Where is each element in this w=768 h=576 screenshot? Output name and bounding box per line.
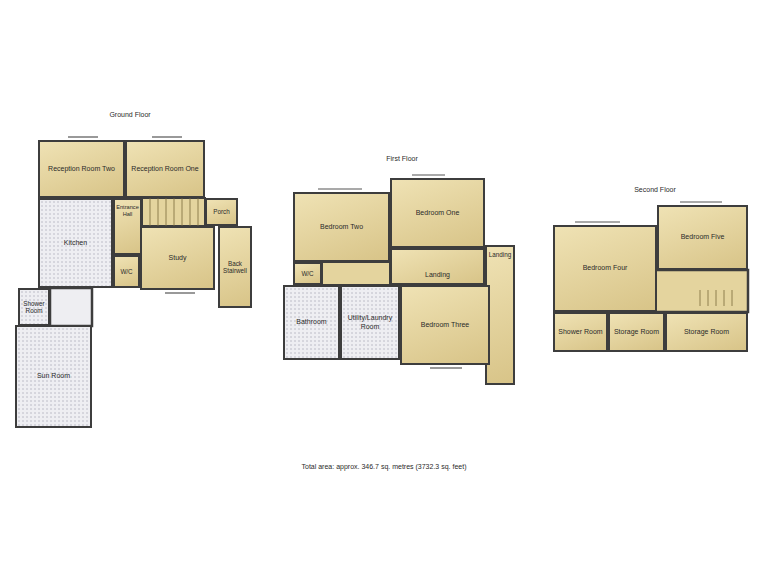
room: Porch [205, 198, 238, 226]
room-name: Bedroom Five [680, 232, 726, 242]
room-name: Storage Room [613, 327, 660, 337]
room-name: Reception Room One [130, 164, 199, 174]
room-name: Back Stairwell [220, 259, 250, 275]
room-name: W/C [300, 269, 314, 278]
room-name: Kitchen [63, 238, 88, 248]
room: Bathroom [283, 285, 340, 360]
room-name: Bedroom Two [319, 222, 364, 232]
room-name: Bedroom One [415, 208, 461, 218]
room: Reception Room Two [38, 140, 125, 198]
room-name: Entrance Hall [115, 203, 140, 218]
room: Back Stairwell [218, 226, 252, 308]
room: Sun Room [15, 325, 92, 428]
floor-title: Second Floor [634, 186, 676, 193]
room: Shower Room [18, 288, 50, 326]
room-name: Bedroom Three [420, 320, 471, 330]
room-name: Shower Room [20, 299, 48, 315]
room-name: Bathroom [295, 317, 327, 327]
floor-title: Ground Floor [109, 111, 150, 118]
room-name: Bedroom Four [582, 263, 629, 273]
room: Bedroom Three [400, 285, 490, 365]
room-name: Reception Room Two [47, 164, 116, 174]
room: Landing [390, 248, 485, 285]
room-name: Landing [488, 250, 512, 259]
room: Kitchen [38, 198, 113, 288]
room-name: Utility/Laundry Room [342, 313, 398, 331]
room: W/C [113, 255, 140, 288]
room-name: Sun Room [36, 371, 71, 381]
room-name: Storage Room [683, 327, 730, 337]
room-name: Shower Room [557, 327, 603, 337]
room-name: Porch [212, 207, 230, 216]
room: Storage Room [665, 312, 748, 352]
room: Utility/Laundry Room [340, 285, 400, 360]
floor-title: First Floor [386, 155, 418, 162]
total-area-caption: Total area: approx. 346.7 sq. metres (37… [302, 463, 467, 470]
room: Bedroom Five [657, 205, 748, 270]
room: Bedroom Two [293, 192, 390, 262]
room-name: Study [168, 253, 188, 263]
room: W/C [293, 262, 322, 285]
room: Reception Room One [125, 140, 205, 198]
room: Bedroom Four [553, 225, 657, 312]
room-name: Landing [424, 270, 451, 280]
room: Study [140, 226, 215, 290]
room: Bedroom One [390, 178, 485, 248]
room-name: W/C [119, 267, 133, 276]
room: Shower Room [553, 312, 608, 352]
room: Storage Room [608, 312, 665, 352]
room: Entrance Hall [113, 198, 142, 255]
